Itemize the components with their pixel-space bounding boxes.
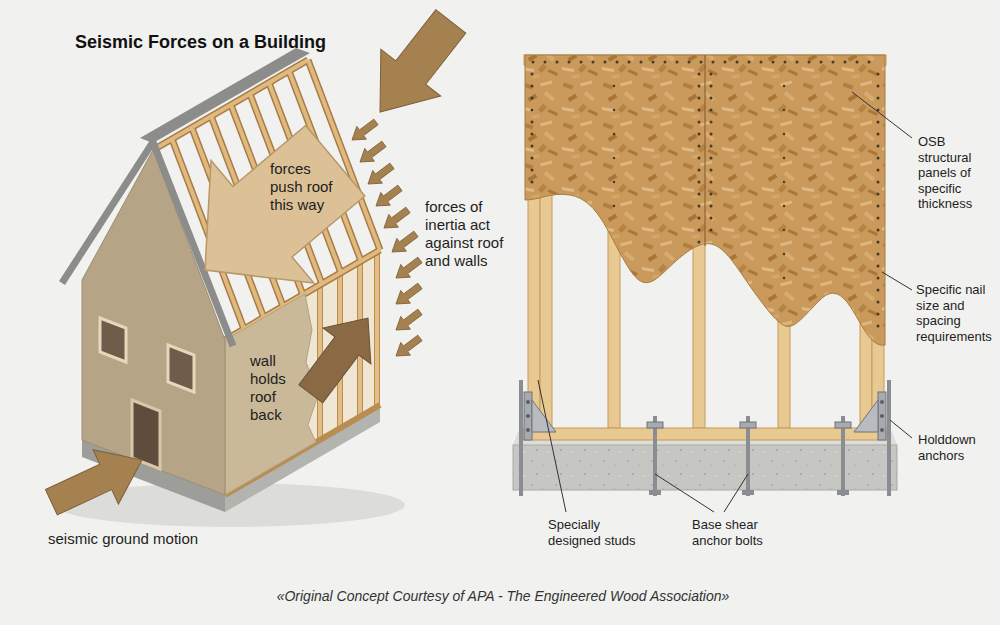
leader-lines [538,92,912,512]
bolt-nut [647,422,663,428]
holddown-gusset [854,400,878,432]
inertia-arrow [391,280,425,311]
bolt-nut [835,422,851,428]
panel-seam [704,55,705,246]
stud [375,252,379,407]
bolt-end [649,490,661,495]
holddown-plate [524,392,532,440]
holddown-gusset [532,400,556,432]
force-label: forces push roof this way [270,160,344,214]
ground-motion-arrow [39,433,155,530]
holddown-rod [519,380,523,496]
bolt-head [880,400,884,404]
force-label: seismic ground motion [48,530,248,548]
front-stucco [82,150,225,495]
leader-line [724,474,748,512]
wall-frame [524,55,886,440]
part-label: Specially designed studs [548,517,648,548]
bolt-head [880,428,884,432]
arrow-shape [154,99,387,331]
ridge-beam [153,60,308,150]
nail-row [698,74,701,244]
bolt-head [526,400,530,404]
inertia-arrow [391,332,425,363]
inertia-arrow [387,228,421,259]
window [168,345,194,392]
inertia-arrow [391,306,425,337]
leader-line [882,272,912,290]
window [100,318,126,362]
leader-line [852,92,912,138]
nail-row [877,74,880,338]
roof-force-arrow [154,99,387,331]
inertia-arrows [347,116,425,363]
bolt-end [837,490,849,495]
bolt-head [526,428,530,432]
arrow-shape [287,300,392,412]
diagram-title: Seismic Forces on a Building [75,32,326,54]
inertia-arrow [391,254,425,285]
force-label: forces of inertia act against roof and w… [425,198,505,270]
osb-panel [525,55,885,345]
ridge-beam [153,60,308,150]
side-stucco [225,294,318,495]
inertia-arrow-large [350,0,481,135]
sill-plate [524,428,886,440]
ridge-cap [140,48,310,143]
leader-line [655,474,714,512]
holddown-rod [887,380,891,496]
inertia-arrow [347,116,381,147]
leader-line [890,420,912,438]
part-label: OSB structural panels of specific thickn… [918,134,994,212]
part-label: Base shear anchor bolts [692,517,776,548]
arrow-shape [350,0,481,135]
bolt-nut [740,422,756,428]
part-label: Holddown anchors [918,432,994,463]
stud [374,252,380,407]
field-nails [614,86,784,300]
bolt-head [526,414,530,418]
force-label: wall holds roof back [250,352,300,424]
inertia-arrow [379,204,413,235]
concrete-footing [513,445,897,490]
nail-row [533,61,880,64]
leader-line [538,380,566,512]
bolt-end [742,490,754,495]
nail-row [710,74,713,240]
nail-row [783,86,786,300]
nail-pattern [532,62,880,338]
part-label: Specific nail size and spacing requireme… [916,282,996,344]
caption: «Original Concept Courtesy of APA - The … [3,588,1000,605]
inertia-arrow [355,138,389,169]
wall-force-arrow [287,300,392,412]
inertia-arrow [371,182,405,213]
arrow-shape [39,433,155,530]
bolt-head [880,414,884,418]
nail-row [613,86,616,230]
anchor-bolts [647,416,851,496]
nail-row [531,74,534,194]
inertia-arrow [363,160,397,191]
holddown-right [854,380,889,496]
holddown-plate [878,392,886,440]
